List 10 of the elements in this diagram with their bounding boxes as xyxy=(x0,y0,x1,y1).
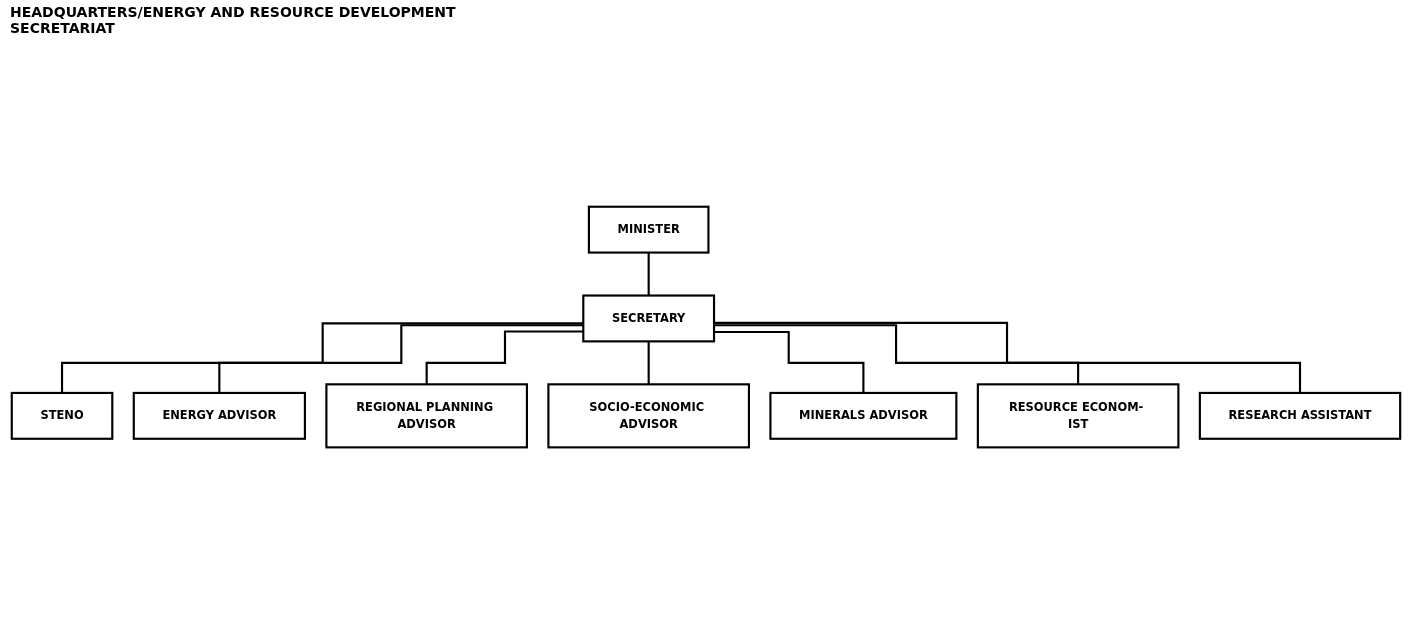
node-box: RESEARCH ASSISTANT xyxy=(1198,391,1401,440)
node-box: MINERALS ADVISOR xyxy=(768,391,957,440)
node-box: STENO xyxy=(10,391,113,440)
node-box: SECRETARY xyxy=(581,294,715,343)
node-box: REGIONAL PLANNING ADVISOR xyxy=(324,383,528,449)
node-box: RESOURCE ECONOM- IST xyxy=(976,383,1179,449)
node-box: MINISTER xyxy=(587,205,710,254)
diagram-title: HEADQUARTERS/ENERGY AND RESOURCE DEVELOPMENT SECRETARIAT xyxy=(10,4,457,36)
node-box: ENERGY ADVISOR xyxy=(132,391,306,440)
node-box: SOCIO-ECONOMIC ADVISOR xyxy=(546,383,750,449)
